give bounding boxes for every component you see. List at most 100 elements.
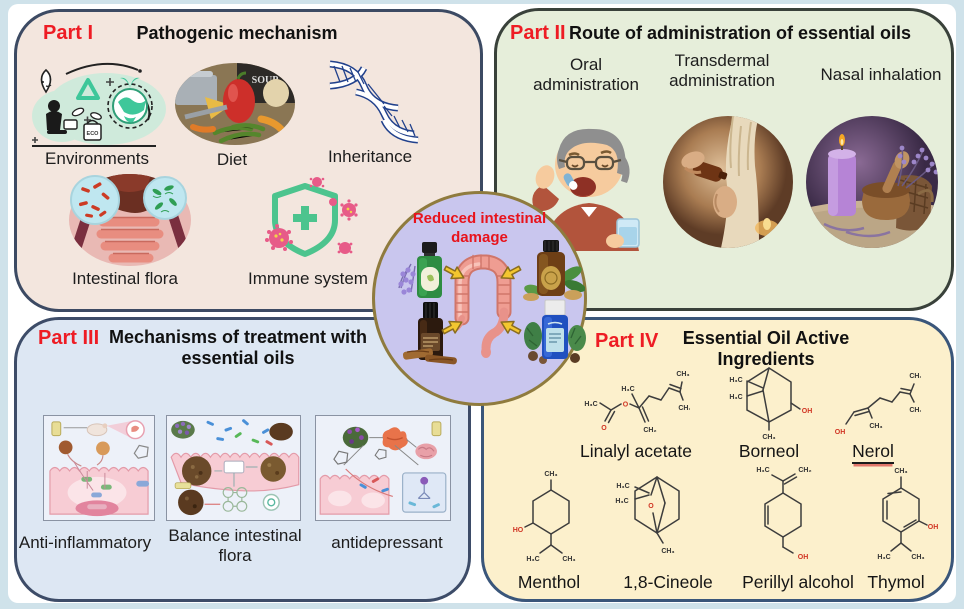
arrow-from-blue-icon <box>500 320 522 335</box>
svg-text:HO: HO <box>513 527 524 534</box>
candle <box>828 134 856 216</box>
intestinal-flora-photo <box>69 174 191 266</box>
arrow-from-cinnamon-icon <box>441 320 463 335</box>
linalyl-acetate-label: Linalyl acetate <box>580 441 692 461</box>
bacteria-magnifier-right <box>143 176 187 220</box>
antidepressant-label: antidepressant <box>331 533 443 552</box>
droplet-icon <box>40 68 52 94</box>
part4-tag: Part IV <box>595 330 659 352</box>
pepper <box>223 79 255 123</box>
center-title-line1: Reduced intestinal <box>412 210 547 227</box>
svg-text:CH₂: CH₂ <box>798 467 811 474</box>
svg-text:OH: OH <box>798 554 809 561</box>
oral-administration-label: Oral administration <box>533 55 639 95</box>
borneol-structure: H₃C H₃C OH CH₃ <box>729 367 813 441</box>
perillyl-alcohol-label: Perillyl alcohol <box>742 572 854 592</box>
transdermal-administration-label: Transdermal administration <box>669 51 775 91</box>
part3-title-line1: Mechanisms of treatment with <box>108 327 368 347</box>
green-beans <box>212 123 266 144</box>
svg-text:CH₃: CH₃ <box>678 405 690 412</box>
panel-pathogenic-mechanism: Part I Pathogenic mechanism <box>14 9 483 312</box>
svg-text:CH₃: CH₃ <box>911 554 924 561</box>
onion <box>263 79 289 107</box>
svg-text:OH: OH <box>928 524 939 531</box>
diet-label: Diet <box>216 150 248 169</box>
nerol-label: Nerol <box>813 441 933 464</box>
arrow-from-amber-icon <box>500 265 522 280</box>
cineole-structure: H₃C H₃C O CH₃ <box>615 476 680 555</box>
part2-title: Route of administration of essential oil… <box>568 23 912 43</box>
svg-text:CH₃: CH₃ <box>562 556 575 563</box>
part3-tag: Part III <box>38 327 100 349</box>
part1-tag: Part I <box>43 22 94 44</box>
svg-text:H₃C: H₃C <box>729 377 742 384</box>
nasal-inhalation-label: Nasal inhalation <box>820 65 942 84</box>
svg-text:CH₃: CH₃ <box>676 371 689 378</box>
part2-tag: Part II <box>510 22 566 44</box>
part3-title-line2: essential oils <box>181 348 295 368</box>
environments-label: Environments <box>45 149 149 168</box>
svg-text:CH₃: CH₃ <box>661 548 674 555</box>
part3-title: Mechanisms of treatment with essential o… <box>107 327 369 369</box>
balance-intestinal-flora-label: Balance intestinal flora <box>168 526 302 566</box>
borneol-label: Borneol <box>738 441 800 461</box>
blue-oil-bottle <box>524 299 586 364</box>
diet-photo: SOUP <box>175 63 295 145</box>
svg-text:CH₂: CH₂ <box>643 427 656 434</box>
amber-oil-bottle <box>523 240 585 301</box>
perillyl-alcohol-structure: H₃C CH₂ OH <box>756 467 811 561</box>
lavender-oil-bottle <box>398 242 442 298</box>
svg-text:O: O <box>601 425 607 432</box>
anti-inflammatory-diagram <box>43 415 155 521</box>
center-circle-reduced-intestinal-damage: Reduced intestinal damage <box>372 191 587 406</box>
intestine-coils <box>96 217 164 263</box>
globe-icon <box>107 77 153 129</box>
svg-text:CH₃: CH₃ <box>762 434 775 441</box>
person-icon <box>46 100 78 134</box>
linalyl-acetate-structure: H₃C O O H₃C CH₂ CH₃ CH₃ <box>584 371 690 434</box>
open-mouth <box>570 177 596 197</box>
inheritance-label: Inheritance <box>327 147 413 166</box>
balance-intestinal-flora-diagram <box>166 415 301 521</box>
part4-title: Essential Oil Active Ingredients <box>626 328 906 370</box>
part4-title-line2: Ingredients <box>717 349 815 369</box>
bacteria-magnifier-left <box>70 175 120 225</box>
intestine-thumb <box>382 427 408 451</box>
virus-icons <box>265 177 358 254</box>
oil-bottle <box>692 161 723 182</box>
purple-plant-thumb <box>342 426 369 449</box>
svg-text:OH: OH <box>802 408 813 415</box>
inheritance-dna-icon <box>329 60 419 144</box>
part1-title: Pathogenic mechanism <box>136 23 338 43</box>
svg-text:H₃C: H₃C <box>621 386 634 393</box>
eco-bag-icon: ECO <box>83 119 102 141</box>
svg-text:CH₃: CH₃ <box>869 423 882 430</box>
glasses-icon <box>558 155 622 171</box>
nasal-inhalation-photo <box>806 116 938 248</box>
svg-text:CH₃: CH₃ <box>544 471 557 478</box>
svg-text:CH₃: CH₃ <box>894 468 907 475</box>
recycle-icon <box>76 78 100 100</box>
anti-inflammatory-label: Anti-inflammatory <box>18 533 152 552</box>
svg-text:CH₃: CH₃ <box>909 373 921 380</box>
menthol-structure: CH₃ HO H₃C CH₃ <box>513 471 576 563</box>
raised-hand <box>535 165 555 189</box>
immune-system-label: Immune system <box>248 269 368 288</box>
plus-icon <box>293 206 317 230</box>
panel-essential-oil-active-ingredients: Part IV Essential Oil Active Ingredients… <box>481 317 954 602</box>
svg-text:CH₃: CH₃ <box>909 407 921 414</box>
nerol-structure: CH₃ CH₃ CH₃ OH <box>835 373 921 436</box>
svg-text:H₃C: H₃C <box>756 467 769 474</box>
svg-text:H₃C: H₃C <box>615 498 628 505</box>
svg-text:H₃C: H₃C <box>526 556 539 563</box>
svg-text:H₃C: H₃C <box>616 483 629 490</box>
transdermal-photo <box>663 116 793 248</box>
menthol-label: Menthol <box>517 572 581 592</box>
svg-text:H₃C: H₃C <box>877 554 890 561</box>
cineole-label: 1,8-Cineole <box>623 572 713 592</box>
svg-text:O: O <box>648 503 654 510</box>
svg-text:H₃C: H₃C <box>584 401 597 408</box>
svg-text:SOUP: SOUP <box>252 75 279 86</box>
antidepressant-diagram <box>315 415 451 521</box>
